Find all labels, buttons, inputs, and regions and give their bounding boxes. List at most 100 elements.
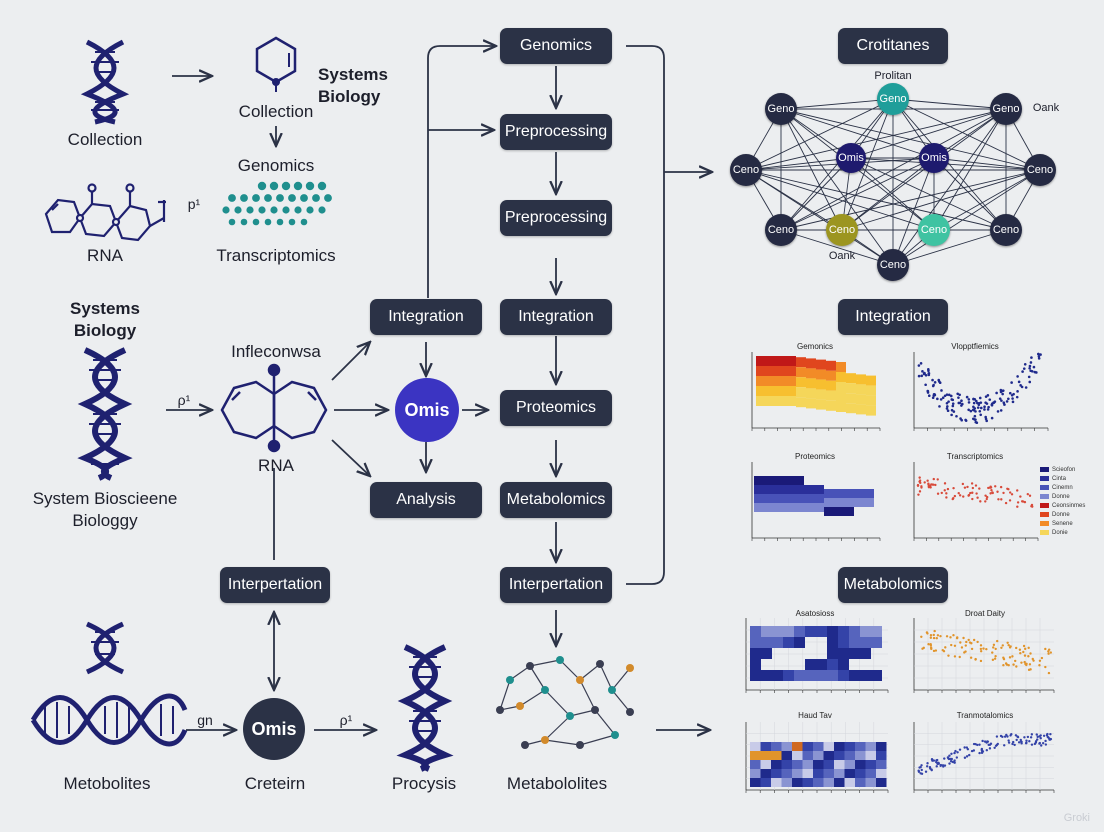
scatter-point (917, 364, 921, 367)
pill-crotitanes[interactable]: Crotitanes (838, 28, 948, 64)
scatter-point (932, 636, 936, 640)
dot-cloud-point (317, 181, 327, 191)
scatter-point (932, 477, 935, 481)
molecule-atom (541, 686, 549, 694)
scatter-point (924, 373, 928, 377)
dot-cloud-point (252, 194, 260, 202)
heatmap-cell (760, 778, 771, 787)
scatter-point (979, 500, 982, 503)
scatter-point (983, 740, 987, 743)
network-edge (892, 169, 1041, 266)
scatter-point (978, 751, 981, 755)
heatmap-cell (860, 626, 871, 637)
heatmap-cell (792, 778, 803, 787)
pill-preprocessing-1[interactable]: Preprocessing (500, 114, 612, 150)
molecule-atom (608, 686, 616, 694)
scatter-point (919, 765, 922, 769)
pill-integration-right[interactable]: Integration (838, 299, 948, 335)
heatmap-cell (864, 489, 874, 498)
network-node[interactable]: Geno (990, 93, 1022, 125)
scatter-point (923, 481, 926, 484)
scatter-point (1038, 735, 1041, 738)
pill-genomics[interactable]: Genomics (500, 28, 612, 64)
scatter-point (1018, 648, 1022, 651)
scatter-point (969, 409, 973, 413)
network-edge (892, 98, 1007, 110)
scatter-point (988, 398, 992, 401)
scatter-point (985, 749, 989, 752)
scatter-point (1019, 652, 1022, 655)
network-node[interactable]: Ceno (990, 214, 1022, 246)
molecule-atom (596, 660, 604, 668)
heatmap-cell (836, 402, 846, 412)
scatter-point (959, 641, 962, 644)
molecule-atom (496, 706, 504, 714)
scatter-point (926, 389, 930, 393)
heatmap-cell (764, 503, 774, 512)
pill-metabolomics-right[interactable]: Metabolomics (838, 567, 948, 603)
scatter-point (985, 647, 988, 651)
network-node[interactable]: Geno (765, 93, 797, 125)
pill-analysis[interactable]: Analysis (370, 482, 482, 518)
scatter-point (994, 654, 997, 658)
omis-bottom-node[interactable]: Omis (243, 698, 305, 760)
heatmap-cell (802, 769, 813, 778)
network-node[interactable]: Ceno (1024, 154, 1056, 186)
heatmap-cell (827, 626, 838, 637)
scatter-point (936, 634, 940, 637)
network-edge (745, 98, 894, 171)
network-node[interactable]: Ceno (877, 249, 909, 281)
legend-item: Scieofon (1040, 465, 1098, 474)
scatter-point (1000, 399, 1003, 402)
network-node[interactable]: Omis (919, 143, 949, 173)
network-node[interactable]: Ceno (918, 214, 950, 246)
scatter-point (990, 488, 993, 492)
scatter-point (971, 486, 975, 490)
dot-cloud-point (305, 181, 315, 191)
pill-integration-mid[interactable]: Integration (500, 299, 612, 335)
scatter-point (974, 410, 977, 413)
scatter-point (927, 394, 931, 398)
network-node[interactable]: Omis (836, 143, 866, 173)
pill-interpertation-mid[interactable]: Interpertation (500, 567, 612, 603)
molecule-atom (521, 741, 529, 749)
network-node[interactable]: Geno (877, 83, 909, 115)
scatter-point (1010, 493, 1014, 496)
scatter-point (1010, 733, 1013, 736)
pill-metabolomics-mid[interactable]: Metabolomics (500, 482, 612, 518)
scatter-point (999, 409, 1003, 412)
molecule-bond (579, 734, 616, 746)
heatmap-cell (834, 498, 844, 507)
heatmap-cell (823, 760, 834, 769)
heatmap-cell (826, 370, 836, 381)
metabolites-network-icon (496, 656, 634, 749)
network-node[interactable]: Ceno (730, 154, 762, 186)
heatmap-cell (849, 626, 860, 637)
heatmap-cell (802, 760, 813, 769)
network-edge (780, 157, 935, 231)
heatmap-cell (865, 751, 876, 760)
heatmap-cell (860, 648, 871, 659)
scatter-point (984, 494, 987, 497)
heatmap-cell (776, 356, 786, 366)
network-node[interactable]: Ceno (765, 214, 797, 246)
pill-proteomics[interactable]: Proteomics (500, 390, 612, 426)
heatmap-cell (856, 394, 866, 405)
heatmap-cell (806, 388, 816, 399)
scatter-point (991, 651, 994, 654)
scatter-point (981, 739, 984, 743)
watermark: Groki (1063, 812, 1090, 824)
heatmap-cell (813, 751, 824, 760)
network-node[interactable]: Ceno (826, 214, 858, 246)
heatmap-cell (856, 374, 866, 385)
pill-integration-left[interactable]: Integration (370, 299, 482, 335)
scatter-point (939, 398, 943, 401)
heatmap-cell (750, 648, 761, 659)
heatmap-cell (814, 494, 824, 503)
omis-center-node[interactable]: Omis (395, 378, 459, 442)
pill-interpertation-left[interactable]: Interpertation (220, 567, 330, 603)
scatter-point (990, 416, 994, 420)
scatter-point (1023, 362, 1027, 366)
pill-preprocessing-2[interactable]: Preprocessing (500, 200, 612, 236)
heatmap-cell (750, 670, 761, 681)
